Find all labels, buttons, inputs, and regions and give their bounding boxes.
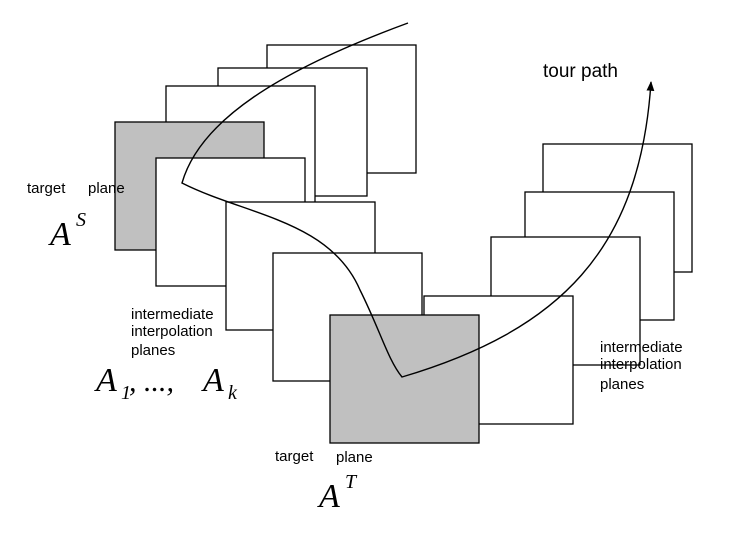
destination-plane-stack xyxy=(329,143,693,444)
left-intermediate-label: intermediate interpolation planes xyxy=(131,306,218,359)
source-symbol: A S xyxy=(48,209,86,253)
intermediate-sequence-symbol: A 1 , ..., A k xyxy=(94,362,238,404)
destination-symbol: A T xyxy=(317,471,358,515)
right-intermediate-label: intermediate interpolation planes xyxy=(600,339,687,393)
tour-path xyxy=(181,22,655,378)
destination-target-label: target plane xyxy=(275,448,373,466)
tour-path-label: tour path xyxy=(543,61,618,82)
destination-target-plane xyxy=(329,314,480,444)
source-target-label: target plane xyxy=(27,180,125,197)
